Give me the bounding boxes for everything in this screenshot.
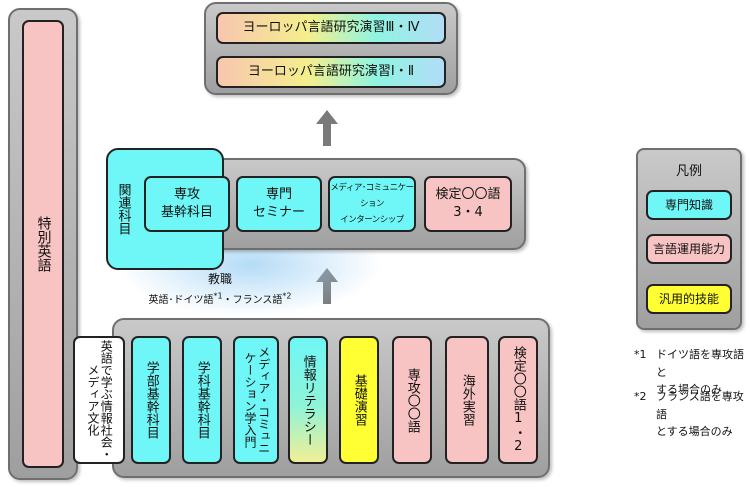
teacher-training-title: 教職 [207, 272, 232, 286]
teacher-lang-2: ・フランス語 [222, 295, 283, 306]
european-language-seminar-1-2: ヨーロッパ言語研究演習Ⅰ・Ⅱ [216, 56, 446, 88]
certification-3-4: 検定〇〇語 3・4 [424, 176, 512, 232]
teacher-sup-2: *2 [282, 291, 292, 301]
media-communication-internship: メディア･コミュニケーション インターンシップ [328, 176, 416, 232]
arrow-up-icon [316, 110, 338, 146]
media-communication-intro-label: メディア・コミュニケーション学入門 [243, 346, 271, 454]
legend-item-generic-skill-label: 汎用的技能 [658, 291, 719, 306]
legend-item-specialized-knowledge-label: 専門知識 [664, 197, 713, 212]
certification-1-2: 検定〇〇語1・2 [498, 336, 538, 464]
information-literacy: 情報リテラシー [288, 336, 328, 464]
internship-line1: メディア･コミュニケーション [330, 182, 414, 209]
related-subjects-label: 関連科目 [115, 183, 131, 235]
footnote-1: *1 ドイツ語を専攻語と する場合のみ [634, 346, 748, 399]
special-seminar-line2: セミナー [252, 205, 305, 220]
teacher-training: 教職 英語･ドイツ語*1・フランス語*2 [120, 270, 320, 306]
footnote-1-line1: ドイツ語を専攻語と [656, 348, 744, 379]
legend-item-language-skill-label: 言語運用能力 [652, 241, 725, 256]
footnote-2-line1: フランス語を専攻語 [656, 390, 744, 421]
footnote-1-line2: する場合のみ [656, 383, 722, 397]
faculty-core-subjects: 学部基幹科目 [131, 336, 171, 464]
special-seminar-line1: 専門 [265, 187, 292, 203]
basic-seminar: 基礎演習 [339, 336, 379, 464]
department-core-label: 学科基幹科目 [194, 361, 210, 439]
footnote-2: *2 フランス語を専攻語 とする場合のみ [634, 388, 748, 441]
overseas-training: 海外実習 [445, 336, 489, 464]
faculty-core-label: 学部基幹科目 [143, 361, 159, 439]
teacher-training-languages: 英語･ドイツ語*1・フランス語*2 [120, 291, 320, 306]
footnote-2-mark: *2 [634, 390, 647, 403]
department-core-subjects: 学科基幹科目 [182, 336, 222, 464]
teacher-lang-1: 英語･ドイツ語 [148, 295, 214, 306]
footnote-1-mark: *1 [634, 348, 647, 361]
european-language-seminar-3-4: ヨーロッパ言語研究演習Ⅲ・Ⅳ [216, 12, 446, 44]
legend-item-specialized-knowledge: 専門知識 [646, 190, 732, 220]
overseas-training-label: 海外実習 [459, 374, 475, 426]
information-literacy-label: 情報リテラシー [300, 354, 316, 446]
major-language-label: 専攻〇〇語 [404, 367, 420, 433]
major-core-subjects: 専攻 基幹科目 [144, 176, 230, 232]
legend-item-generic-skill: 汎用的技能 [646, 284, 732, 314]
legend-title: 凡例 [675, 164, 702, 179]
european-language-seminar-1-2-label: ヨーロッパ言語研究演習Ⅰ・Ⅱ [247, 64, 415, 80]
footnote-2-line2: とする場合のみ [656, 425, 733, 439]
major-core-line1: 専攻 [173, 187, 200, 203]
legend-item-language-skill: 言語運用能力 [646, 234, 732, 264]
english-media-label: 英語で学ぶ情報社会・メディア文化 [86, 340, 114, 460]
certification-3-4-line1: 検定〇〇語 [435, 187, 501, 203]
special-english-box: 特別英語 [22, 20, 64, 468]
basic-seminar-label: 基礎演習 [351, 374, 367, 426]
internship-line2: インターンシップ [340, 215, 404, 226]
teacher-sup-1: *1 [213, 291, 223, 301]
special-english-label: 特別英語 [35, 216, 52, 272]
certification-3-4-line2: 3・4 [453, 205, 483, 220]
special-seminar: 専門 セミナー [236, 176, 322, 232]
english-media-box: 英語で学ぶ情報社会・メディア文化 [73, 336, 125, 464]
certification-1-2-label: 検定〇〇語1・2 [510, 346, 526, 454]
major-language: 専攻〇〇語 [392, 336, 432, 464]
media-communication-intro: メディア・コミュニケーション学入門 [233, 336, 279, 464]
european-language-seminar-3-4-label: ヨーロッパ言語研究演習Ⅲ・Ⅳ [242, 20, 420, 36]
major-core-line2: 基幹科目 [160, 205, 213, 220]
